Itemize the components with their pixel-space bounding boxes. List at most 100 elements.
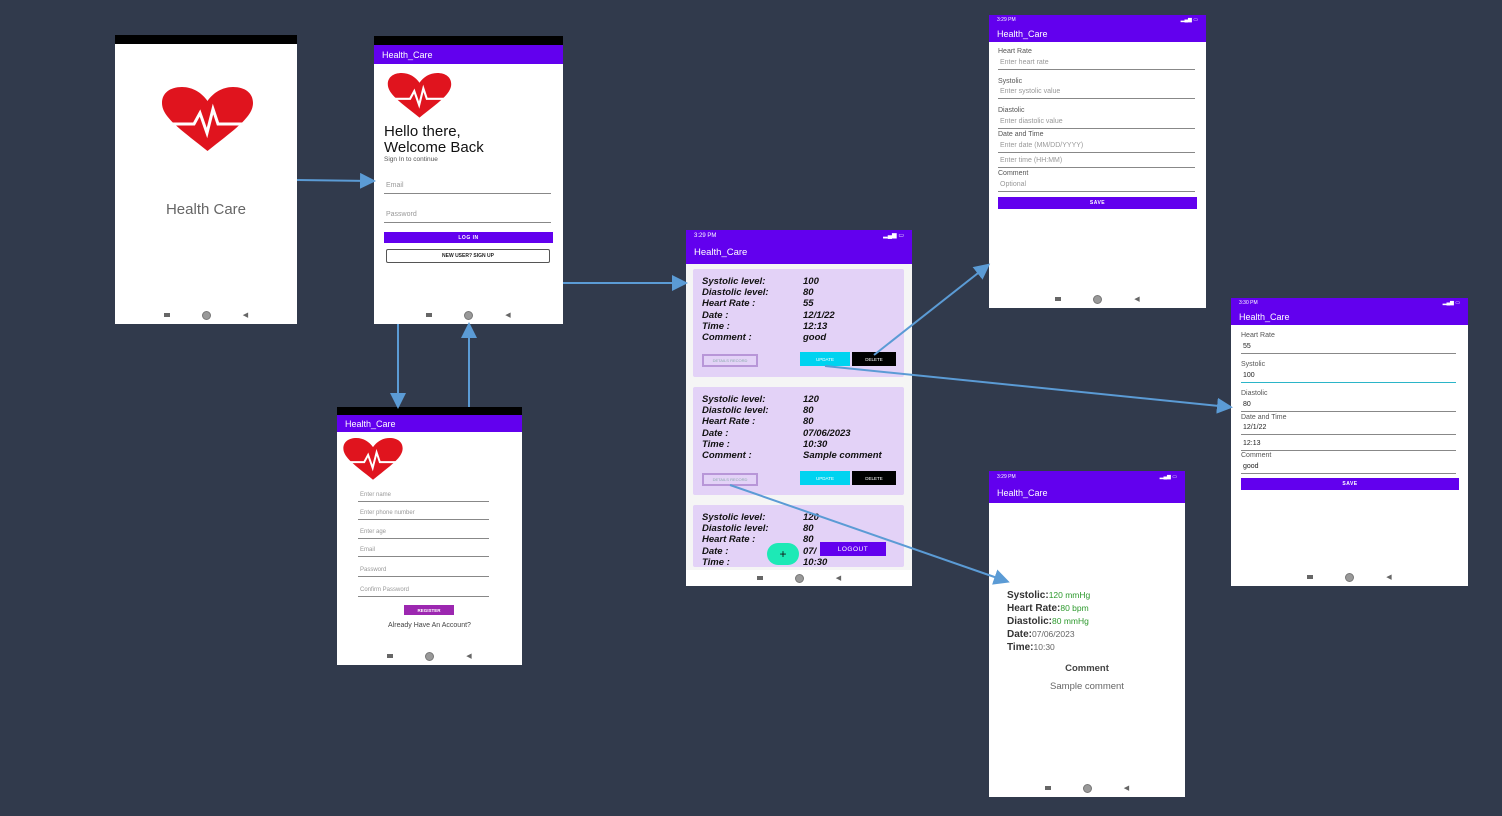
home-icon[interactable]	[1082, 783, 1092, 793]
greeting-line-1: Hello there,	[384, 123, 461, 140]
home-icon[interactable]	[1345, 572, 1355, 582]
time-value: 10:30	[803, 557, 828, 567]
nav-bar: ◀	[337, 647, 522, 665]
time-value: 10:30	[803, 439, 828, 450]
password-field[interactable]: Password	[358, 567, 489, 577]
update-button[interactable]: UPDATE	[800, 471, 850, 485]
delete-button[interactable]: DELETE	[852, 471, 896, 485]
app-bar: Health_Care	[989, 25, 1206, 42]
greeting-line-2: Welcome Back	[384, 139, 484, 156]
recents-icon[interactable]	[756, 576, 763, 580]
recents-icon[interactable]	[426, 313, 433, 317]
diastolic-field[interactable]: 80	[1241, 401, 1456, 412]
app-bar: Health_Care	[337, 415, 522, 432]
recents-icon[interactable]	[1055, 297, 1062, 301]
date-field[interactable]: Enter date (MM/DD/YYYY)	[998, 142, 1195, 153]
save-button[interactable]: SAVE	[1241, 478, 1459, 490]
login-button[interactable]: LOG IN	[384, 232, 553, 243]
status-bar: 3:29 PM ▂▄▆ ▭	[989, 15, 1206, 25]
nav-bar: ◀	[989, 779, 1185, 797]
heart-rate-row: Heart Rate:80 bpm	[1007, 603, 1089, 614]
email-field[interactable]: Email	[384, 182, 551, 194]
time-label: Time :	[702, 321, 730, 332]
heart-rate-label: Heart Rate :	[702, 416, 756, 427]
comment-field[interactable]: good	[1241, 463, 1456, 474]
back-icon[interactable]: ◀	[242, 312, 249, 319]
systolic-label: Systolic level:	[702, 512, 766, 523]
comment-label: Comment	[998, 170, 1029, 177]
heart-rate-label: Heart Rate	[998, 48, 1032, 55]
back-icon[interactable]: ◀	[1134, 296, 1140, 303]
systolic-field[interactable]: Enter systolic value	[998, 88, 1195, 99]
back-icon[interactable]: ◀	[466, 653, 472, 660]
diastolic-value: 80 mmHg	[1052, 616, 1089, 626]
details-record-button[interactable]: DETAILS RECORD	[702, 473, 758, 486]
status-bar: 3:30 PM ▂▄▆ ▭	[1231, 298, 1468, 308]
status-bar	[115, 35, 297, 44]
status-bar	[337, 407, 522, 415]
comment-value: Sample comment	[803, 450, 882, 461]
recents-icon[interactable]	[387, 654, 394, 658]
systolic-label: Systolic level:	[702, 276, 766, 287]
signup-button[interactable]: NEW USER? SIGN UP	[386, 249, 550, 263]
phone-field[interactable]: Enter phone number	[358, 510, 489, 520]
back-icon[interactable]: ◀	[1386, 574, 1392, 581]
recents-icon[interactable]	[1044, 786, 1051, 790]
heart-rate-field[interactable]: Enter heart rate	[998, 59, 1195, 70]
splash-screen: Health Care ◀	[115, 35, 297, 324]
back-icon[interactable]: ◀	[1123, 785, 1130, 792]
diastolic-field[interactable]: Enter diastolic value	[998, 118, 1195, 129]
confirm-password-field[interactable]: Confirm Password	[358, 587, 489, 597]
record-list-screen: 3:29 PM ▂▄▆ ▭ Health_Care Systolic level…	[686, 230, 912, 586]
heart-rate-value: 80	[803, 416, 814, 427]
password-field[interactable]: Password	[384, 211, 551, 223]
register-button[interactable]: REGISTER	[404, 605, 454, 615]
comment-text: Sample comment	[1050, 681, 1124, 692]
logout-button[interactable]: LOGOUT	[820, 542, 886, 556]
recents-icon[interactable]	[163, 313, 170, 317]
app-bar: Health_Care	[686, 241, 912, 264]
save-button[interactable]: SAVE	[998, 197, 1197, 209]
age-field[interactable]: Enter age	[358, 529, 489, 539]
home-icon[interactable]	[464, 310, 474, 320]
time-field[interactable]: Enter time (HH:MM)	[998, 157, 1195, 168]
signal-battery-icon: ▂▄▆ ▭	[1442, 300, 1460, 306]
already-have-account-link[interactable]: Already Have An Account?	[388, 622, 471, 629]
time-label: Time :	[702, 557, 730, 567]
date-label: Date :	[702, 546, 729, 557]
date-value: 12/1/22	[803, 310, 835, 321]
home-icon[interactable]	[425, 651, 435, 661]
app-bar: Health_Care	[989, 482, 1185, 503]
record-card: Systolic level: 120 Diastolic level: 80 …	[693, 505, 904, 567]
heart-rate-field[interactable]: 55	[1241, 343, 1456, 354]
email-field[interactable]: Email	[358, 547, 489, 557]
home-icon[interactable]	[201, 310, 211, 320]
heart-logo-icon	[162, 87, 253, 151]
nav-bar: ◀	[989, 290, 1206, 308]
date-field[interactable]: 12/1/22	[1241, 424, 1456, 435]
back-icon[interactable]: ◀	[505, 312, 511, 319]
diastolic-label: Diastolic:	[1007, 616, 1053, 627]
splash-title: Health Care	[165, 201, 247, 218]
comment-field[interactable]: Optional	[998, 181, 1195, 192]
systolic-label: Systolic:	[1007, 590, 1049, 601]
diastolic-label: Diastolic level:	[702, 523, 769, 534]
delete-button[interactable]: DELETE	[852, 352, 896, 366]
recents-icon[interactable]	[1307, 575, 1314, 579]
time-field[interactable]: 12:13	[1241, 440, 1456, 451]
date-label: Date:	[1007, 629, 1033, 640]
app-bar: Health_Care	[1231, 308, 1468, 325]
back-icon[interactable]: ◀	[835, 575, 842, 582]
comment-label: Comment :	[702, 332, 752, 343]
home-icon[interactable]	[1093, 294, 1103, 304]
details-record-button[interactable]: DETAILS RECORD	[702, 354, 758, 367]
home-icon[interactable]	[794, 573, 804, 583]
update-button[interactable]: UPDATE	[800, 352, 850, 366]
signal-battery-icon: ▂▄▆ ▭	[883, 233, 904, 239]
systolic-field[interactable]: 100	[1241, 372, 1456, 383]
systolic-label: Systolic	[998, 78, 1023, 85]
add-record-fab[interactable]: +	[767, 543, 799, 565]
date-label: Date :	[702, 428, 729, 439]
diastolic-label: Diastolic level:	[702, 405, 769, 416]
name-field[interactable]: Enter name	[358, 492, 489, 502]
